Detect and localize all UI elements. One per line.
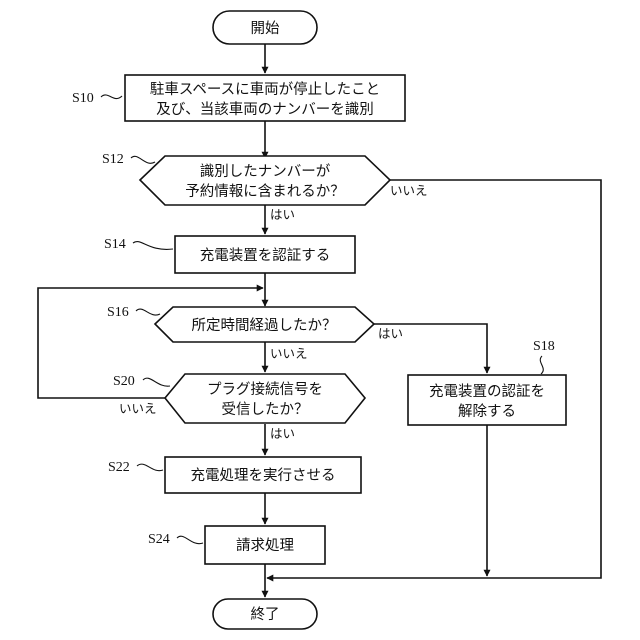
s14-text: 充電装置を認証する: [200, 247, 331, 264]
decision-s20: プラグ接続信号を 受信したか？: [165, 374, 365, 423]
s10-text-line-1: 駐車スペースに車両が停止したこと: [150, 81, 380, 98]
s20-text-line-2: 受信したか？: [222, 401, 309, 418]
label-s12: S12: [102, 152, 124, 167]
s12-text-line-1: 識別したナンバーが: [200, 163, 331, 180]
s10-text-line-2: 及び、当該車両のナンバーを識別: [156, 101, 374, 118]
s20-text-line-1: プラグ接続信号を: [207, 381, 323, 398]
s18-text-line-2: 解除する: [458, 403, 516, 420]
s16-text: 所定時間経過したか？: [192, 317, 337, 334]
label-s22: S22: [108, 460, 130, 475]
end-label: 終了: [251, 606, 280, 623]
process-s22: 充電処理を実行させる: [165, 457, 361, 493]
start-label: 開始: [251, 20, 280, 37]
s22-text: 充電処理を実行させる: [191, 467, 336, 484]
label-s20: S20: [113, 374, 135, 389]
decision-s16: 所定時間経過したか？: [155, 307, 374, 342]
process-s14: 充電装置を認証する: [175, 236, 355, 273]
s20-no-label: いいえ: [119, 401, 157, 416]
s18-text-line-1: 充電装置の認証を: [429, 383, 545, 400]
label-s18: S18: [533, 339, 555, 354]
label-s14: S14: [104, 237, 126, 252]
s16-yes-label: はい: [378, 326, 403, 341]
s12-yes-label: はい: [270, 207, 295, 222]
label-s10: S10: [72, 91, 94, 106]
s16-no-label: いいえ: [270, 346, 308, 361]
process-s10: 駐車スペースに車両が停止したこと 及び、当該車両のナンバーを識別: [125, 75, 405, 121]
s12-text-line-2: 予約情報に含まれるか？: [185, 183, 345, 200]
s20-yes-label: はい: [270, 426, 295, 441]
end-node: 終了: [213, 599, 317, 629]
process-s18: 充電装置の認証を 解除する: [408, 375, 566, 425]
start-node: 開始: [213, 11, 317, 44]
s24-text: 請求処理: [236, 537, 294, 554]
s12-no-label: いいえ: [390, 183, 428, 198]
process-s24: 請求処理: [205, 526, 325, 564]
decision-s12: 識別したナンバーが 予約情報に含まれるか？: [140, 156, 390, 205]
label-s24: S24: [148, 532, 170, 547]
label-s16: S16: [107, 305, 129, 320]
